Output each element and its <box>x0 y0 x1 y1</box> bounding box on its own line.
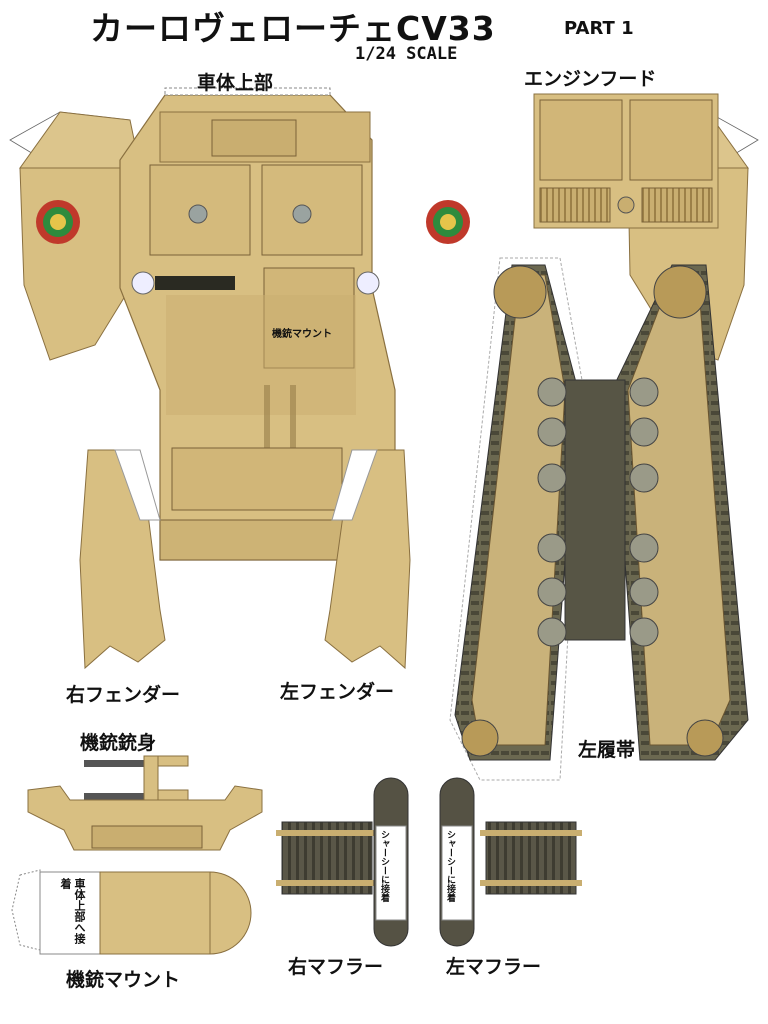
left-muffler-label: 左マフラー <box>446 956 542 978</box>
roundel-right-icon <box>426 200 470 244</box>
left-muffler-part <box>439 777 582 947</box>
glue-chassis-left-text: シャーシーに接着 <box>445 830 455 902</box>
mg-mount-inner-label: 機銃マウント <box>272 329 332 340</box>
engine-hood-label: エンジンフード <box>524 68 657 90</box>
left-track-label: 左履帯 <box>578 739 636 761</box>
mg-mount-part <box>11 785 263 955</box>
mg-barrel-label: 機銃銃身 <box>80 732 157 754</box>
upper-hull-label: 車体上部 <box>197 72 274 94</box>
mg-barrel-part <box>84 755 189 801</box>
right-fender-label: 右フェンダー <box>66 684 181 706</box>
engine-hood-part <box>533 93 719 229</box>
scale-label: 1/24 SCALE <box>355 44 458 64</box>
right-fender-part <box>79 449 166 670</box>
right-muffler-part <box>276 777 409 947</box>
left-fender-part <box>324 449 411 670</box>
page-title: カーロヴェローチェCV33 <box>90 9 496 48</box>
mg-mount-label: 機銃マウント <box>66 969 181 991</box>
part-label: PART 1 <box>564 18 634 39</box>
left-track-part <box>449 257 749 781</box>
roundel-left-icon <box>36 200 80 244</box>
left-fender-label: 左フェンダー <box>280 681 395 703</box>
glue-upper-hull-text: 車体上部へ接着 <box>59 878 86 944</box>
glue-chassis-right-text: シャーシーに接着 <box>379 830 389 902</box>
right-muffler-label: 右マフラー <box>288 956 384 978</box>
